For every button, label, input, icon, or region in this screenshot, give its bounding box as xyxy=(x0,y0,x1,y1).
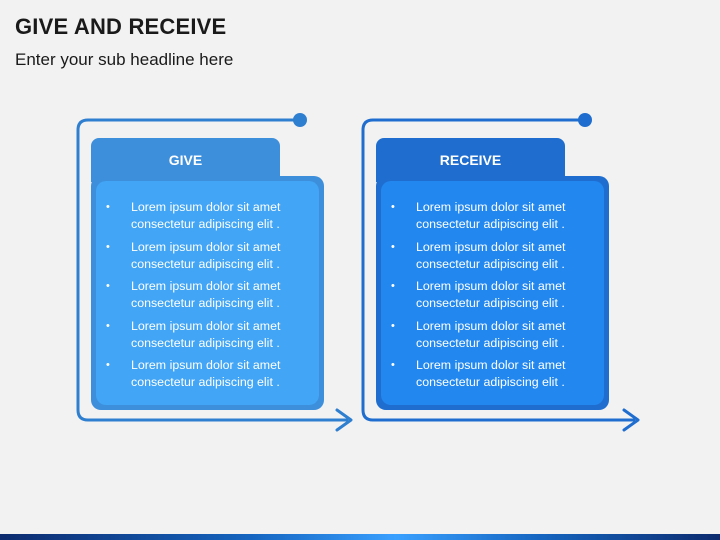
list-item: • Lorem ipsum dolor sit amet consectetur a… xyxy=(104,318,309,352)
item-text-line1: Lorem ipsum dolor sit amet xyxy=(416,358,566,373)
list-item: • Lorem ipsum dolor sit amet consectetur a… xyxy=(389,357,594,391)
item-text-line1: Lorem ipsum dolor sit amet xyxy=(131,318,281,333)
list-item: • Lorem ipsum dolor sit amet consectetur a… xyxy=(389,318,594,352)
bullet: • xyxy=(106,359,110,372)
bullet: • xyxy=(391,201,395,213)
receive-list: • Lorem ipsum dolor sit amet consectetur a… xyxy=(389,199,594,391)
bullet: • xyxy=(106,201,110,213)
item-text-line2: consectetur adipiscing elit . xyxy=(416,296,565,311)
list-item: • Lorem ipsum dolor sit amet consectetur a… xyxy=(104,278,309,312)
list-item: • Lorem ipsum dolor sit amet consectetur a… xyxy=(104,357,309,391)
item-text-line1: Lorem ipsum dolor sit amet xyxy=(131,200,281,214)
item-text-line1: Lorem ipsum dolor sit amet xyxy=(131,239,281,254)
bullet: • xyxy=(391,359,395,372)
item-text-line2: consectetur adipiscing elit . xyxy=(416,256,565,271)
give-panel: • Lorem ipsum dolor sit amet consectetur a… xyxy=(96,181,319,405)
item-text-line1: Lorem ipsum dolor sit amet xyxy=(416,239,566,254)
give-connector-dot-icon xyxy=(293,113,307,127)
item-text-line2: consectetur adipiscing elit . xyxy=(416,217,565,231)
list-item: • Lorem ipsum dolor sit amet consectetur a… xyxy=(104,199,309,233)
list-item: • Lorem ipsum dolor sit amet consectetur a… xyxy=(104,239,309,273)
receive-connector-dot-icon xyxy=(578,113,592,127)
item-text-line2: consectetur adipiscing elit . xyxy=(131,256,280,271)
bullet: • xyxy=(106,319,110,332)
item-text-line1: Lorem ipsum dolor sit amet xyxy=(416,318,566,333)
item-text-line2: consectetur adipiscing elit . xyxy=(131,375,280,390)
bullet: • xyxy=(391,280,395,293)
give-connector xyxy=(76,113,353,432)
item-text-line1: Lorem ipsum dolor sit amet xyxy=(416,279,566,294)
item-text-line2: consectetur adipiscing elit . xyxy=(416,335,565,350)
give-tab-label: GIVE xyxy=(168,152,203,168)
item-text-line1: Lorem ipsum dolor sit amet xyxy=(131,358,281,373)
give-list: • Lorem ipsum dolor sit amet consectetur a… xyxy=(104,199,309,391)
slide-title: GIVE AND RECEIVE xyxy=(15,14,227,39)
item-text-line2: consectetur adipiscing elit . xyxy=(131,335,280,350)
bullet: • xyxy=(106,240,110,253)
bullet: • xyxy=(391,240,395,253)
receive-connector xyxy=(361,113,640,432)
item-text-line2: consectetur adipiscing elit . xyxy=(416,375,565,390)
receive-tab: RECEIVE xyxy=(376,138,565,182)
list-item: • Lorem ipsum dolor sit amet consectetur a… xyxy=(389,278,594,312)
item-text-line1: Lorem ipsum dolor sit amet xyxy=(416,200,566,214)
bottom-accent-bar xyxy=(0,534,720,540)
bullet: • xyxy=(106,280,110,293)
item-text-line1: Lorem ipsum dolor sit amet xyxy=(131,279,281,294)
item-text-line2: consectetur adipiscing elit . xyxy=(131,296,280,311)
receive-connector-arrow-icon xyxy=(622,408,640,432)
give-connector-arrow-icon xyxy=(335,408,353,432)
list-item: • Lorem ipsum dolor sit amet consectetur a… xyxy=(389,239,594,273)
slide-subtitle: Enter your sub headline here xyxy=(15,50,234,69)
receive-panel: • Lorem ipsum dolor sit amet consectetur a… xyxy=(381,181,604,405)
item-text-line2: consectetur adipiscing elit . xyxy=(131,217,280,231)
list-item: • Lorem ipsum dolor sit amet consectetur a… xyxy=(389,199,594,233)
give-tab: GIVE xyxy=(91,138,280,182)
bullet: • xyxy=(391,319,395,332)
receive-tab-label: RECEIVE xyxy=(439,152,502,168)
